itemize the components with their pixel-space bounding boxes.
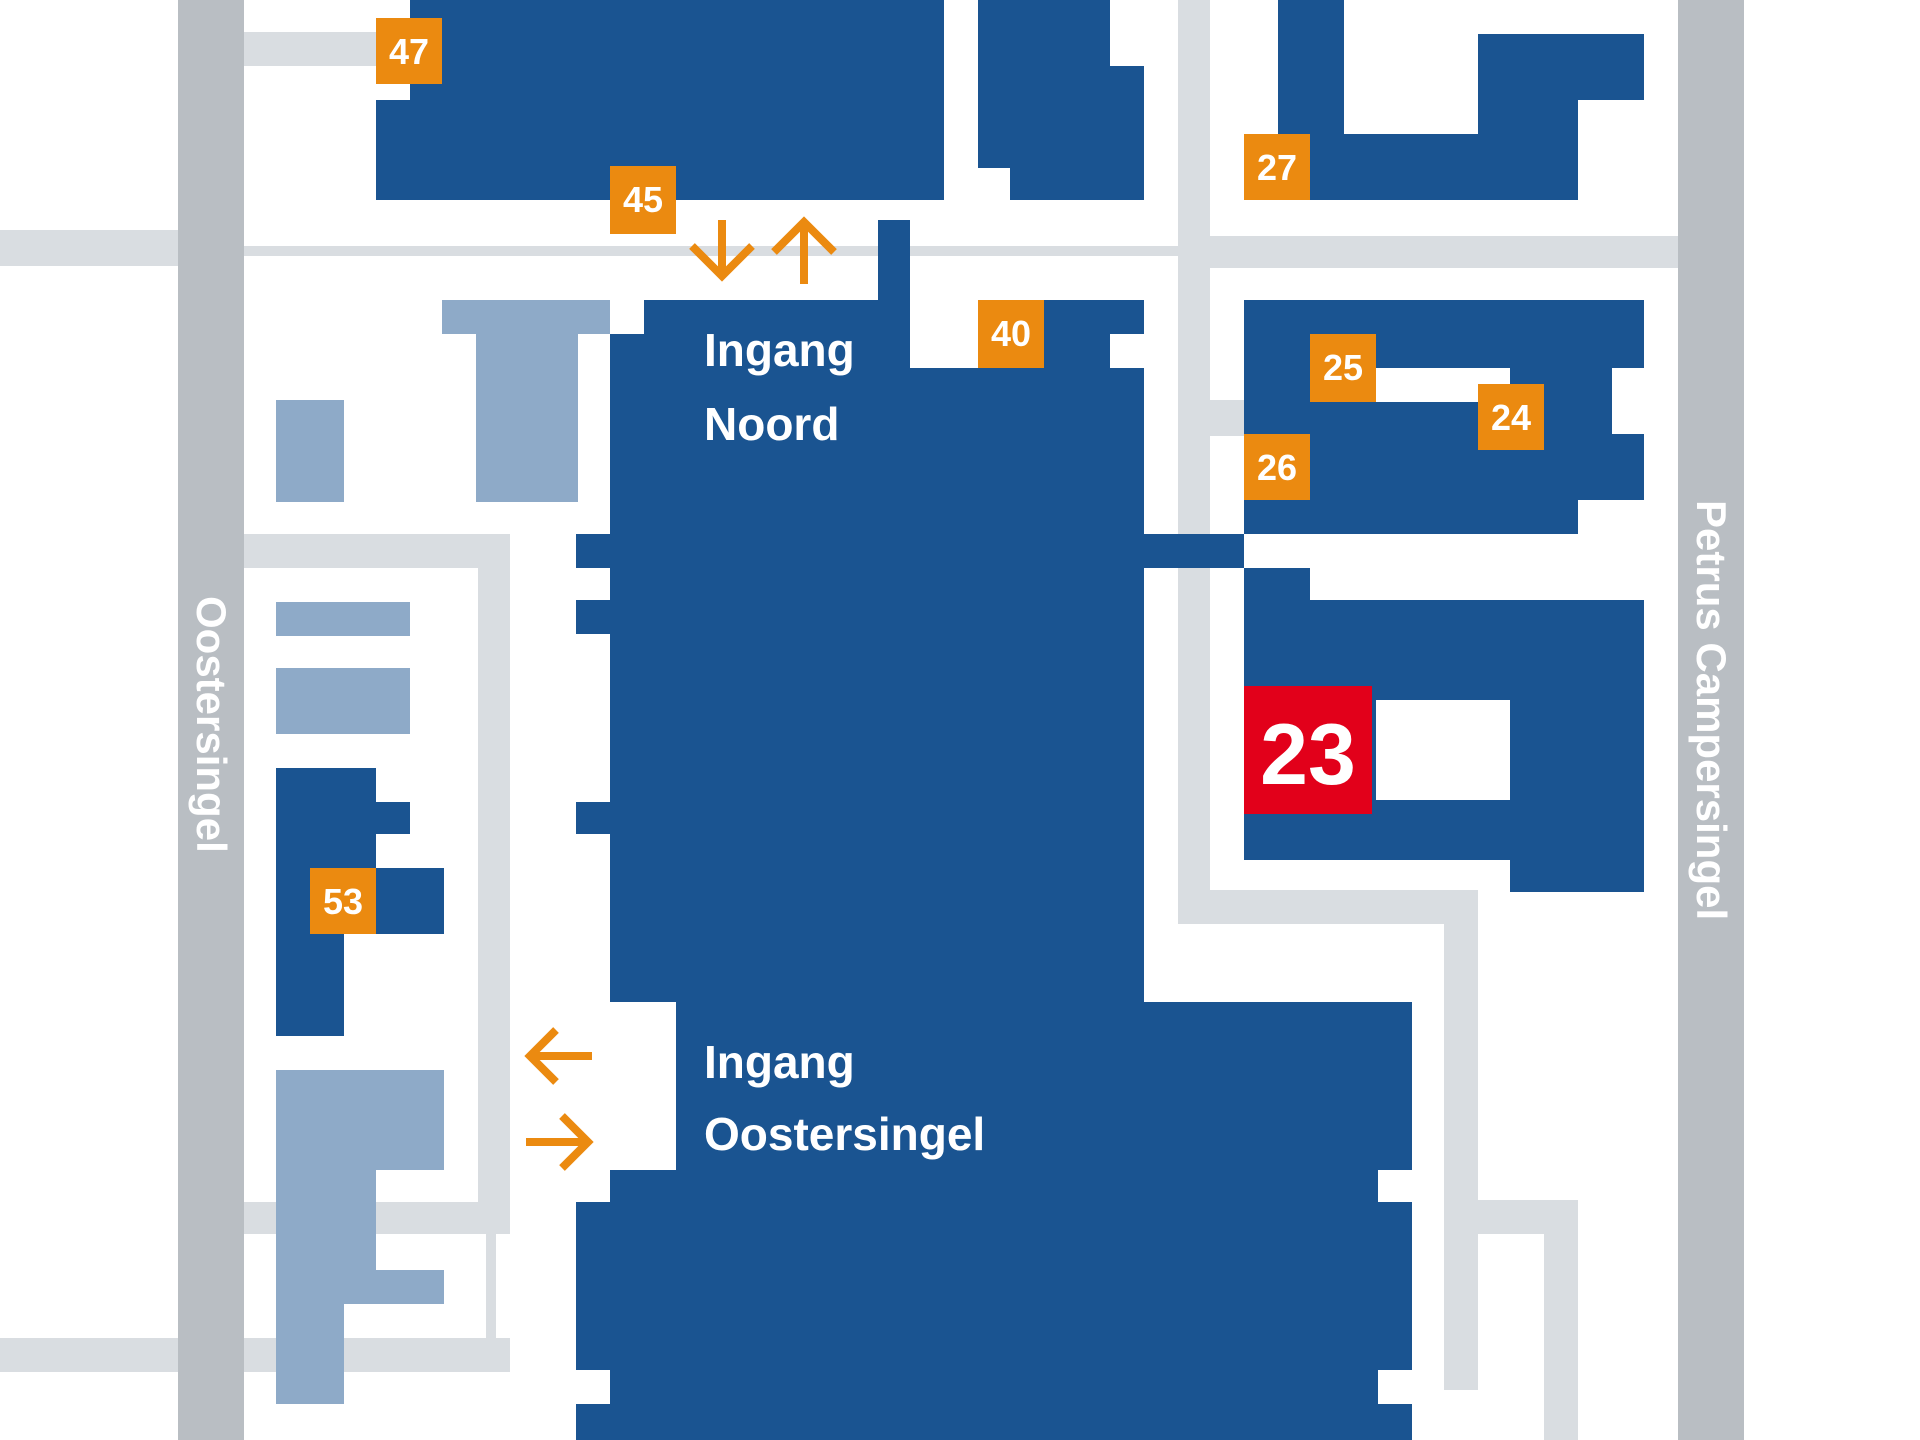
oostersingel-road <box>178 0 244 1440</box>
secondary-buildings <box>276 300 610 1404</box>
courtyards <box>878 0 1510 800</box>
street-label-petrus-campersingel: Petrus Campersingel <box>1688 500 1735 920</box>
entrance-east-line2: Oostersingel <box>704 1108 985 1160</box>
entrance-labels: Ingang Noord Ingang Oostersingel <box>704 324 985 1160</box>
building-badge-25[interactable]: 25 <box>1310 334 1376 402</box>
building-badge-27[interactable]: 27 <box>1244 134 1310 200</box>
streets <box>178 0 1744 1440</box>
svg-text:23: 23 <box>1260 707 1356 803</box>
building-badge-24[interactable]: 24 <box>1478 384 1544 450</box>
buildings <box>276 0 1644 1440</box>
building-badge-53[interactable]: 53 <box>310 868 376 934</box>
arrow-down-icon <box>689 220 755 282</box>
building-badge-23-highlighted[interactable]: 23 <box>1244 686 1372 814</box>
building-badge-47[interactable]: 47 <box>376 18 442 84</box>
street-labels: Oostersingel Petrus Campersingel <box>188 500 1735 920</box>
entrance-north-line1: Ingang <box>704 324 855 376</box>
building-badge-45[interactable]: 45 <box>610 166 676 234</box>
street-label-oostersingel: Oostersingel <box>188 596 235 853</box>
svg-text:26: 26 <box>1257 447 1297 488</box>
entrance-east-line1: Ingang <box>704 1036 855 1088</box>
svg-text:47: 47 <box>389 31 429 72</box>
petrus-campersingel-road <box>1678 0 1744 1440</box>
building-badge-26[interactable]: 26 <box>1244 434 1310 500</box>
entrance-arrows <box>524 216 837 1171</box>
building-badges: 47 45 40 27 25 24 26 53 <box>310 18 1544 934</box>
svg-text:25: 25 <box>1323 347 1363 388</box>
entrance-north-line2: Noord <box>704 398 839 450</box>
svg-text:40: 40 <box>991 313 1031 354</box>
arrow-left-icon <box>524 1027 592 1085</box>
arrow-up-icon <box>771 216 837 284</box>
svg-text:53: 53 <box>323 881 363 922</box>
arrow-right-icon <box>526 1113 594 1171</box>
svg-text:45: 45 <box>623 179 663 220</box>
svg-text:24: 24 <box>1491 397 1531 438</box>
walkways <box>0 0 1680 1440</box>
building-badge-40[interactable]: 40 <box>978 300 1044 368</box>
svg-text:27: 27 <box>1257 147 1297 188</box>
